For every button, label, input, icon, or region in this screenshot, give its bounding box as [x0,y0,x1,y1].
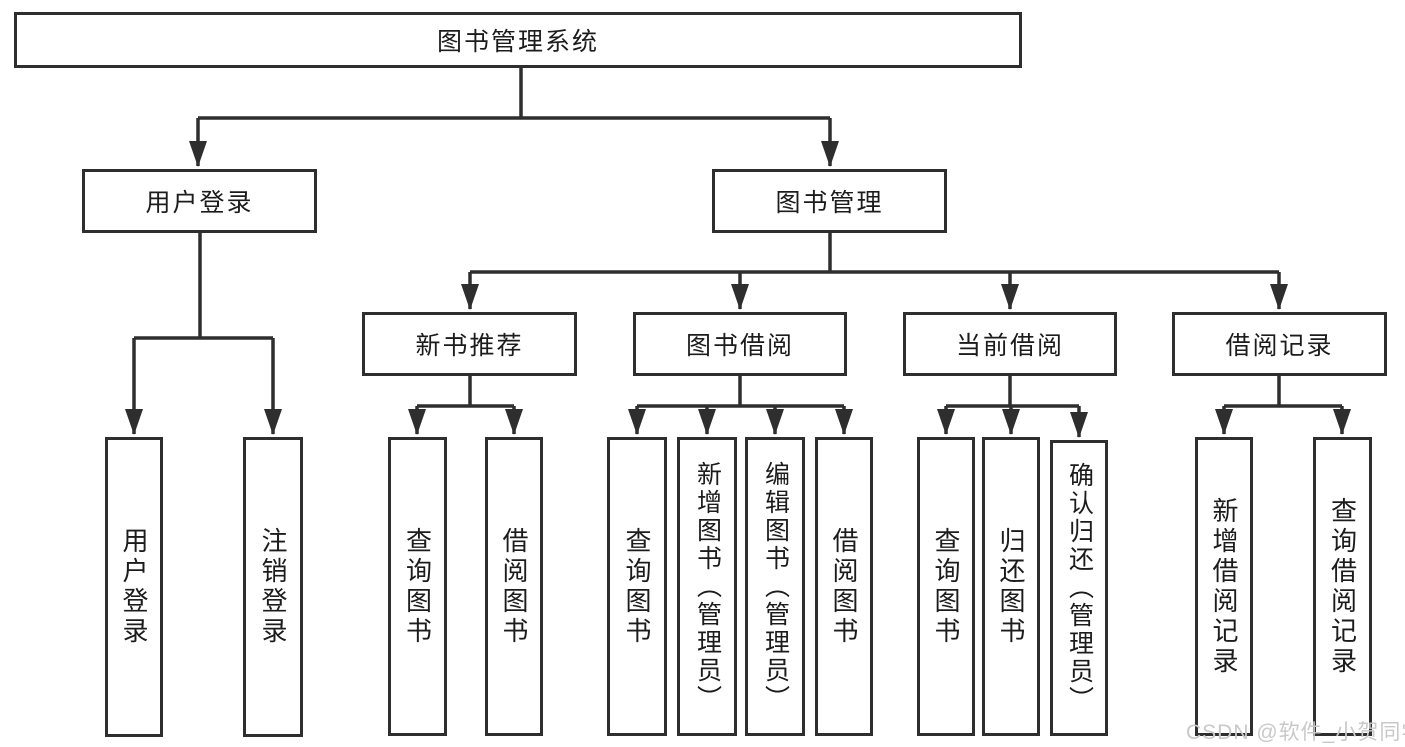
node-book-borrow-label: 图书借阅 [685,332,794,360]
leaf-bb-add-book-admin-label: 新增图书（管理员） [693,460,722,713]
leaf-br-search-record: 查询借阅记录 [1313,437,1372,736]
leaf-bb-borrow-book: 借阅图书 [815,437,873,736]
node-new-book-recommend: 新书推荐 [362,312,577,376]
leaf-br-search-record-label: 查询借阅记录 [1327,496,1358,677]
node-book-borrow: 图书借阅 [633,312,847,376]
leaf-user-login-label: 用户登录 [119,527,149,647]
csdn-watermark: CSDN @软件_小贺同学 [1186,721,1405,744]
node-user-login-label: 用户登录 [145,189,254,217]
node-new-book-recommend-label: 新书推荐 [415,332,524,360]
leaf-br-add-record: 新增借阅记录 [1195,437,1253,736]
node-current-borrow-label: 当前借阅 [955,332,1064,360]
leaf-cb-return-book: 归还图书 [982,437,1040,736]
leaf-nr-search-book: 查询图书 [388,437,447,736]
node-root-system: 图书管理系统 [14,12,1022,68]
leaf-cb-confirm-return-admin: 确认归还（管理员） [1050,440,1108,736]
leaf-bb-edit-book-admin-label: 编辑图书（管理员） [761,460,790,713]
leaf-nr-search-book-label: 查询图书 [402,526,433,647]
leaf-user-login: 用户登录 [105,437,163,737]
leaf-br-add-record-label: 新增借阅记录 [1209,496,1239,677]
leaf-cb-return-book-label: 归还图书 [996,526,1026,647]
node-book-management: 图书管理 [712,169,947,233]
leaf-nr-borrow-book-label: 借阅图书 [499,526,529,647]
connector-group [125,66,1351,438]
node-root-system-label: 图书管理系统 [436,28,599,56]
leaf-bb-add-book-admin: 新增图书（管理员） [677,437,737,736]
leaf-cb-search-book-label: 查询图书 [931,526,961,647]
leaf-cb-confirm-return-admin-label: 确认归还（管理员） [1065,462,1094,714]
node-borrow-record: 借阅记录 [1172,312,1387,376]
leaf-cb-search-book: 查询图书 [917,437,975,736]
leaf-bb-search-book-label: 查询图书 [622,526,652,647]
node-user-login: 用户登录 [82,169,317,233]
leaf-bb-search-book: 查询图书 [607,437,667,736]
node-borrow-record-label: 借阅记录 [1225,332,1334,360]
node-book-management-label: 图书管理 [775,189,884,217]
leaf-bb-edit-book-admin: 编辑图书（管理员） [745,437,805,736]
leaf-logout: 注销登录 [243,437,303,737]
leaf-nr-borrow-book: 借阅图书 [485,437,543,736]
leaf-logout-label: 注销登录 [258,527,288,647]
node-current-borrow: 当前借阅 [903,312,1117,376]
leaf-bb-borrow-book-label: 借阅图书 [829,526,859,647]
